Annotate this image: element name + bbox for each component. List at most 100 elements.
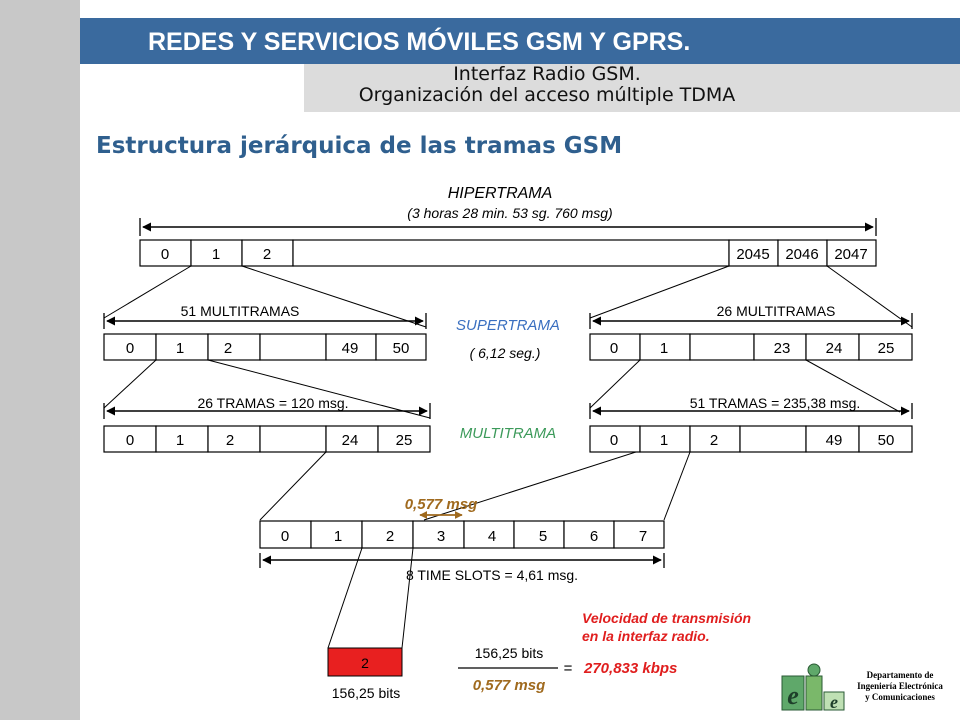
time-slot-cell bbox=[613, 520, 665, 549]
superframe-left-cell-label: 49 bbox=[342, 340, 359, 357]
svg-text:e: e bbox=[787, 681, 799, 710]
tdma-frame-group: 0,577 msg 0 1 2 3 4 5 6 7 8 TIME SLOTS =… bbox=[259, 496, 665, 583]
left-sidebar-band bbox=[0, 0, 80, 720]
superframe-left-cell bbox=[207, 333, 261, 361]
rate-numerator: 156,25 bits bbox=[475, 645, 544, 661]
multiframe-left-cell bbox=[155, 425, 209, 453]
hyperframe-group: HIPERTRAMA (3 horas 28 min. 53 sg. 760 m… bbox=[139, 185, 877, 267]
slot-duration-label: 0,577 msg bbox=[405, 496, 478, 513]
time-slot-label: 2 bbox=[386, 528, 394, 545]
slot-expansion-lines bbox=[327, 547, 414, 649]
burst-slot-label: 2 bbox=[361, 655, 369, 671]
multiframe-right-cell-label: 49 bbox=[826, 432, 843, 449]
superframe-right-cell bbox=[805, 333, 860, 361]
multiframe-left-cell bbox=[377, 425, 431, 453]
hyperframe-cell-label: 2045 bbox=[736, 246, 769, 263]
burst-group: 2 156,25 bits bbox=[327, 647, 403, 701]
superframe-left-cell bbox=[375, 333, 427, 361]
slide-heading: Estructura jerárquica de las tramas GSM bbox=[96, 133, 623, 159]
rate-calculation-group: Velocidad de transmisión en la interfaz … bbox=[458, 610, 751, 694]
superframe-left-cell-label: 0 bbox=[126, 340, 134, 357]
hyperframe-gap bbox=[292, 239, 730, 267]
rate-title-line-2: en la interfaz radio. bbox=[582, 628, 710, 644]
multiframe-left-gap bbox=[259, 425, 327, 453]
time-slot-cell bbox=[513, 520, 565, 549]
subtitle-line-1: Interfaz Radio GSM. bbox=[453, 63, 641, 85]
department-label: Departamento de Ingeniería Electrónica y… bbox=[840, 670, 960, 703]
time-slot-cell bbox=[361, 520, 414, 549]
superframe-right-cell bbox=[639, 333, 691, 361]
burst-block bbox=[327, 647, 403, 677]
superframe-left-cell-label: 1 bbox=[176, 340, 184, 357]
multiframe-left-cell bbox=[103, 425, 157, 453]
time-slot-label: 5 bbox=[539, 528, 547, 545]
multiframe-right-cell-label: 1 bbox=[660, 432, 668, 449]
hyperframe-cell-label: 2046 bbox=[785, 246, 818, 263]
multiframe-right-cell bbox=[639, 425, 691, 453]
superframe-right-cell-label: 0 bbox=[610, 340, 618, 357]
superframe-right-gap bbox=[689, 333, 755, 361]
multiframe-expansion-lines bbox=[259, 451, 691, 521]
multiframe-right-cell bbox=[689, 425, 741, 453]
superframe-left-group: 51 MULTITRAMAS 0 1 2 49 50 bbox=[103, 303, 427, 361]
rate-denominator: 0,577 msg bbox=[473, 677, 546, 694]
superframe-right-cell-label: 25 bbox=[878, 340, 895, 357]
department-line-2: Ingeniería Electrónica bbox=[857, 681, 943, 691]
multiframe-left-cell-label: 0 bbox=[126, 432, 134, 449]
time-slot-cell bbox=[259, 520, 312, 549]
superframe-right-cell bbox=[753, 333, 807, 361]
time-slot-label: 7 bbox=[639, 528, 647, 545]
department-line-3: y Comunicaciones bbox=[865, 692, 935, 702]
hyperframe-cell-label: 2047 bbox=[834, 246, 867, 263]
superframe-right-caption: 26 MULTITRAMAS bbox=[717, 303, 836, 319]
time-slot-label: 3 bbox=[437, 528, 445, 545]
hyperframe-label: HIPERTRAMA bbox=[448, 185, 553, 202]
multiframe-right-cell-label: 50 bbox=[878, 432, 895, 449]
superframe-right-cell-label: 24 bbox=[826, 340, 843, 357]
hyperframe-cell bbox=[826, 239, 877, 267]
multiframe-right-cell bbox=[805, 425, 860, 453]
superframe-left-gap bbox=[259, 333, 327, 361]
time-slot-label: 6 bbox=[590, 528, 598, 545]
superframe-left-cell-label: 50 bbox=[393, 340, 410, 357]
title-banner: REDES Y SERVICIOS MÓVILES GSM Y GPRS. bbox=[80, 18, 960, 64]
time-slot-label: 4 bbox=[488, 528, 496, 545]
time-slot-cell bbox=[463, 520, 515, 549]
burst-bits-label: 156,25 bits bbox=[332, 685, 401, 701]
multiframe-left-group: 26 TRAMAS = 120 msg. 0 1 2 24 25 bbox=[103, 395, 431, 453]
multiframe-label: MULTITRAMA bbox=[460, 425, 556, 442]
superframe-duration: ( 6,12 seg.) bbox=[470, 345, 541, 361]
multiframe-right-caption: 51 TRAMAS = 235,38 msg. bbox=[690, 395, 861, 411]
multiframe-right-gap bbox=[739, 425, 807, 453]
multiframe-right-cell bbox=[858, 425, 913, 453]
superframe-left-cell-label: 2 bbox=[224, 340, 232, 357]
hyperframe-duration: (3 horas 28 min. 53 sg. 760 msg) bbox=[407, 205, 612, 221]
hyperframe-cell-label: 0 bbox=[161, 246, 169, 263]
rate-result: 270,833 kbps bbox=[583, 660, 677, 677]
multiframe-right-cell-label: 2 bbox=[710, 432, 718, 449]
superframe-left-caption: 51 MULTITRAMAS bbox=[181, 303, 300, 319]
time-slot-label: 0 bbox=[281, 528, 289, 545]
frame-caption: 8 TIME SLOTS = 4,61 msg. bbox=[406, 567, 578, 583]
superframe-left-cell bbox=[155, 333, 209, 361]
hyperframe-cell-label: 2 bbox=[263, 246, 271, 263]
hyperframe-cell bbox=[190, 239, 243, 267]
multiframe-left-cell-label: 24 bbox=[342, 432, 359, 449]
equals-sign: = bbox=[564, 660, 573, 677]
multiframe-left-caption: 26 TRAMAS = 120 msg. bbox=[197, 395, 348, 411]
superframe-right-cell bbox=[858, 333, 913, 361]
multiframe-left-cell-label: 25 bbox=[396, 432, 413, 449]
course-title: REDES Y SERVICIOS MÓVILES GSM Y GPRS. bbox=[148, 28, 691, 56]
subtitle-panel: Interfaz Radio GSM. Organización del acc… bbox=[304, 64, 960, 112]
hyperframe-cell-label: 1 bbox=[212, 246, 220, 263]
superframe-right-cell-label: 1 bbox=[660, 340, 668, 357]
multiframe-left-cell-label: 2 bbox=[226, 432, 234, 449]
multiframe-left-cell bbox=[207, 425, 261, 453]
multiframe-left-cell-label: 1 bbox=[176, 432, 184, 449]
superframe-right-group: 26 MULTITRAMAS 0 1 23 24 25 bbox=[589, 303, 913, 361]
rate-title-line-1: Velocidad de transmisión bbox=[582, 610, 751, 626]
multiframe-right-group: 51 TRAMAS = 235,38 msg. 0 1 2 49 50 bbox=[589, 395, 913, 453]
superframe-label: SUPERTRAMA bbox=[456, 317, 560, 334]
superframe-left-cell bbox=[103, 333, 157, 361]
multiframe-right-cell-label: 0 bbox=[610, 432, 618, 449]
